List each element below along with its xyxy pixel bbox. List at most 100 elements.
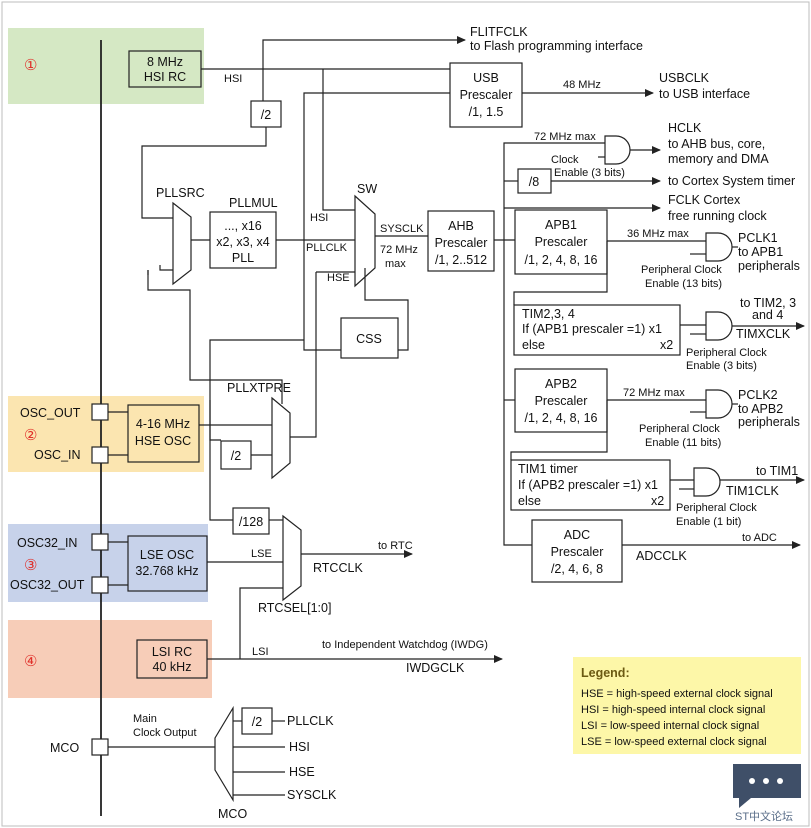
lsi-wire-label: LSI bbox=[252, 646, 269, 658]
div2-hse-label: /2 bbox=[231, 449, 241, 463]
timx-enable-line2: Enable (3 bits) bbox=[686, 360, 757, 372]
sysclk-max-line2: max bbox=[385, 258, 406, 270]
tim1-enable-line1: Peripheral Clock bbox=[676, 502, 757, 514]
pllsrc-label: PLLSRC bbox=[156, 186, 205, 200]
tim234-line4: x2 bbox=[660, 338, 673, 352]
rtcsel-label: RTCSEL[1:0] bbox=[258, 601, 331, 615]
clock-enable-line1: Clock bbox=[551, 154, 579, 166]
sw-mux bbox=[354, 194, 376, 288]
pclk2-gate bbox=[705, 389, 733, 419]
hsi-to-sw-wire bbox=[322, 69, 355, 211]
apb2-max-label: 72 MHz max bbox=[623, 387, 685, 399]
tim1-line4: x2 bbox=[651, 494, 664, 508]
pclk1-gate bbox=[705, 232, 733, 262]
apb2-line3: /1, 2, 4, 8, 16 bbox=[525, 411, 598, 425]
pll-line3: PLL bbox=[232, 251, 254, 265]
pclk1-title: PCLK1 bbox=[738, 231, 778, 245]
pclk2-title: PCLK2 bbox=[738, 388, 778, 402]
sw-to-css-wire bbox=[364, 268, 409, 351]
mco-hse-label: HSE bbox=[289, 765, 315, 779]
timxclk-line1: to TIM2, 3 bbox=[740, 296, 796, 310]
flitfclk-desc: to Flash programming interface bbox=[470, 39, 643, 53]
flitfclk-wire bbox=[262, 36, 466, 69]
sw-pllclk-label: PLLCLK bbox=[306, 242, 348, 254]
lsi-rc-line2: 40 kHz bbox=[153, 660, 192, 674]
div128-label: /128 bbox=[239, 515, 263, 529]
hsi-div2-to-pllsrc-wire bbox=[141, 127, 267, 219]
apb1-line3: /1, 2, 4, 8, 16 bbox=[525, 253, 598, 267]
lsi-rc-line1: LSI RC bbox=[152, 645, 192, 659]
hse-to-div128-wire bbox=[209, 425, 233, 521]
mco-pin-label: MCO bbox=[50, 741, 79, 755]
pclk2-enable-line2: Enable (11 bits) bbox=[645, 437, 721, 449]
div8-label: /8 bbox=[529, 175, 539, 189]
sw-label: SW bbox=[357, 182, 377, 196]
tim234-line2: If (APB1 prescaler =1) x1 bbox=[522, 322, 662, 336]
to-rtc-label: to RTC bbox=[378, 540, 413, 552]
adc-prescaler-block bbox=[531, 519, 623, 583]
hsi-rc-block bbox=[128, 50, 202, 88]
cortex-timer-label: to Cortex System timer bbox=[668, 174, 795, 188]
mco-mux bbox=[214, 705, 234, 803]
ahb-prescaler-block bbox=[427, 210, 495, 272]
timxclk-gate bbox=[705, 311, 733, 341]
mco-sysclk-label: SYSCLK bbox=[287, 788, 337, 802]
ahb-max-label: 72 MHz max bbox=[534, 131, 596, 143]
tim1clk-gate bbox=[693, 467, 721, 497]
legend-item-lsi: LSI = low-speed internal clock signal bbox=[581, 720, 759, 732]
hsi-rc-line2: HSI RC bbox=[144, 70, 186, 84]
region-2-number: ② bbox=[24, 427, 37, 444]
lse-osc-line2: 32.768 kHz bbox=[135, 564, 198, 578]
adc-output-label: to ADC bbox=[742, 532, 777, 544]
flitfclk-title: FLITFCLK bbox=[470, 25, 528, 39]
timxclk-line2: and 4 bbox=[752, 308, 783, 322]
osc-out-pin bbox=[91, 403, 109, 421]
adc-line2: Prescaler bbox=[551, 545, 604, 559]
hclk-line2: to AHB bus, core, bbox=[668, 137, 765, 151]
pll-to-css-wire bbox=[303, 240, 341, 351]
usbclk-desc: to USB interface bbox=[659, 87, 750, 101]
usb-prescaler-line1: USB bbox=[473, 71, 499, 85]
usb-prescaler-line3: /1, 1.5 bbox=[469, 105, 504, 119]
hse-to-css-wire bbox=[209, 339, 304, 425]
pll-line1: ..., x16 bbox=[224, 219, 262, 233]
apb1-to-tim234-wire bbox=[513, 241, 608, 305]
tim1-line2: If (APB2 prescaler =1) x1 bbox=[518, 478, 658, 492]
mco-mux-label: MCO bbox=[218, 807, 247, 821]
pclk1-enable-line2: Enable (13 bits) bbox=[645, 278, 722, 290]
tim1-block bbox=[510, 459, 671, 511]
hclk-to-apb2-adc-wire bbox=[503, 240, 532, 546]
pllmul-label: PLLMUL bbox=[229, 196, 278, 210]
pclk1-line2: to APB1 bbox=[738, 245, 783, 259]
main-clock-output-line1: Main bbox=[133, 713, 157, 725]
div2-mco-block bbox=[241, 707, 273, 735]
pclk2-line3: peripherals bbox=[738, 415, 800, 429]
hsi-rc-line1: 8 MHz bbox=[147, 55, 183, 69]
legend-item-hse: HSE = high-speed external clock signal bbox=[581, 688, 773, 700]
iwdgclk-label: IWDGCLK bbox=[406, 661, 465, 675]
apb1-prescaler-block bbox=[514, 209, 608, 275]
watermark-text: ST中文论坛 bbox=[735, 809, 793, 823]
legend-item-lse: LSE = low-speed external clock signal bbox=[581, 736, 767, 748]
apb1-line1: APB1 bbox=[545, 218, 577, 232]
hclk-gate bbox=[604, 135, 631, 165]
tim1-output-label: to TIM1 bbox=[756, 464, 798, 478]
pllsrc-hse-input-wire bbox=[159, 265, 173, 271]
tim234-line1: TIM2,3, 4 bbox=[522, 307, 575, 321]
mco-pllclk-label: PLLCLK bbox=[287, 714, 334, 728]
legend-title: Legend: bbox=[581, 666, 630, 680]
ahb-line2: Prescaler bbox=[435, 236, 488, 250]
pll-line2: x2, x3, x4 bbox=[216, 235, 270, 249]
pclk1-enable-line1: Peripheral Clock bbox=[641, 264, 722, 276]
osc32-out-label: OSC32_OUT bbox=[10, 578, 85, 592]
mco-pin bbox=[91, 738, 109, 756]
region-3-number: ③ bbox=[24, 557, 37, 574]
osc-in-pin bbox=[91, 446, 109, 464]
fclk-line1: FCLK Cortex bbox=[668, 193, 741, 207]
apb1-line2: Prescaler bbox=[535, 235, 588, 249]
adcclk-label: ADCCLK bbox=[636, 549, 687, 563]
apb2-line1: APB2 bbox=[545, 377, 577, 391]
ahb-line1: AHB bbox=[448, 219, 474, 233]
usbclk-title: USBCLK bbox=[659, 71, 710, 85]
apb2-line2: Prescaler bbox=[535, 394, 588, 408]
